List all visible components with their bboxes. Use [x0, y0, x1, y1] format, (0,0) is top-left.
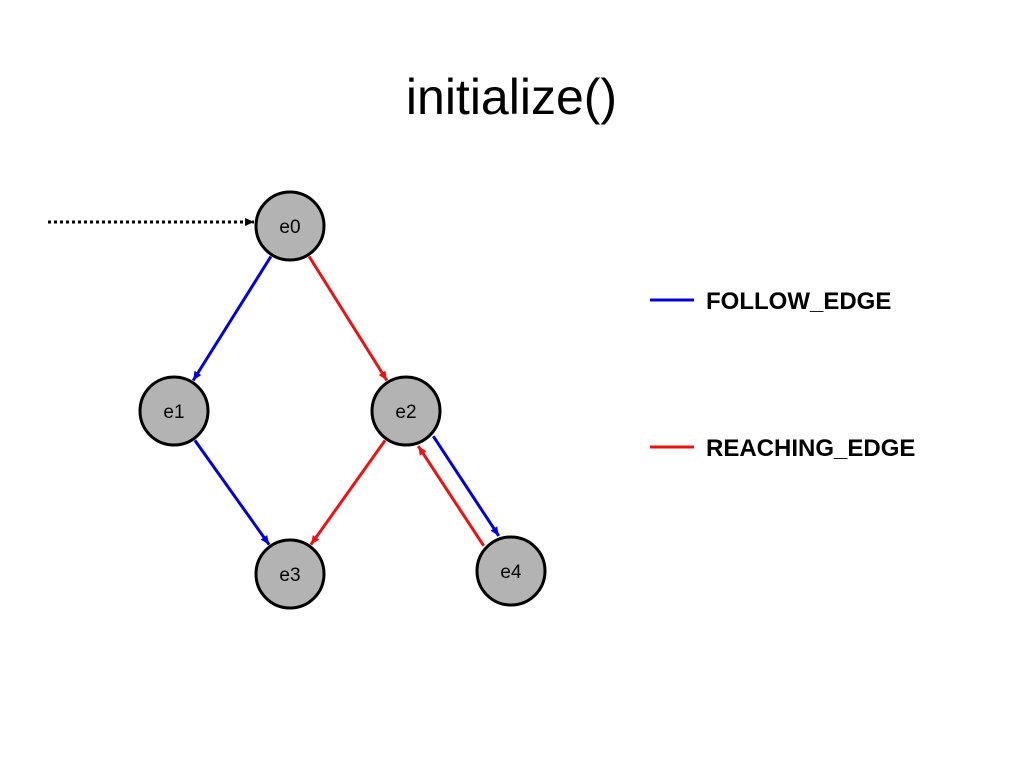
- node-circle: [254, 538, 326, 610]
- edge-e4-e2-reaching: [416, 445, 485, 547]
- node-label: e2: [395, 402, 416, 423]
- legend-label-reaching-edge: REACHING_EDGE: [706, 435, 915, 462]
- node-circle: [475, 535, 547, 607]
- edge-e0-e1-follow: [191, 255, 273, 382]
- nodes-layer: e0 e1 e2 e3 e4: [138, 190, 547, 610]
- edge-e2-e4-follow: [432, 435, 501, 537]
- legend-label-follow-edge: FOLLOW_EDGE: [706, 288, 891, 315]
- node-e0: e0: [254, 190, 326, 262]
- edge-e1-e3-follow: [193, 439, 271, 546]
- node-circle: [138, 375, 210, 447]
- node-e4: e4: [475, 535, 547, 607]
- node-circle: [254, 190, 326, 262]
- legend-item-follow-edge: FOLLOW_EDGE: [650, 288, 891, 315]
- node-label: e1: [163, 402, 184, 423]
- node-label: e0: [279, 217, 300, 238]
- node-circle: [370, 375, 442, 447]
- diagram-title: initialize(): [405, 69, 618, 125]
- edge-e0-e2-reaching: [307, 255, 389, 382]
- node-label: e3: [279, 565, 300, 586]
- node-e1: e1: [138, 375, 210, 447]
- node-label: e4: [500, 562, 522, 583]
- edges-layer: [191, 255, 501, 547]
- legend-item-reaching-edge: REACHING_EDGE: [650, 435, 915, 462]
- node-e2: e2: [370, 375, 442, 447]
- edge-e2-e3-reaching: [309, 439, 387, 546]
- node-e3: e3: [254, 538, 326, 610]
- legend: FOLLOW_EDGE REACHING_EDGE: [650, 288, 915, 462]
